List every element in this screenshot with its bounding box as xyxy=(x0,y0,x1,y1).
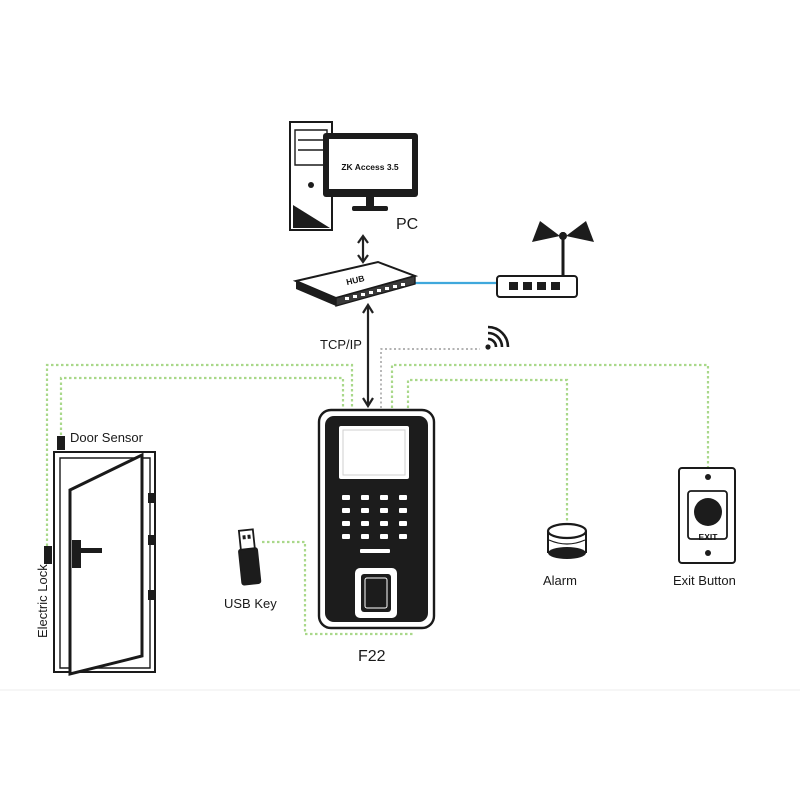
wifi-router-icon xyxy=(496,221,594,298)
pc-workstation: ZK Access 3.5 PC xyxy=(289,121,418,233)
wire-usb-key xyxy=(262,540,413,636)
exit-button-icon: EXIT xyxy=(678,467,736,564)
wire-alarm xyxy=(406,378,569,524)
tcp-ip-label: TCP/IP xyxy=(320,337,362,352)
monitor-icon: ZK Access 3.5 xyxy=(323,133,418,211)
wire-electric-lock xyxy=(45,363,354,556)
wire-exit-button xyxy=(390,363,710,470)
door-icon xyxy=(44,436,156,676)
exit-plate-text: EXIT xyxy=(699,532,719,542)
link-arrows xyxy=(357,234,374,409)
switch-brand-text: HUB xyxy=(345,273,365,287)
wire-door-sensor xyxy=(59,376,345,440)
keypad xyxy=(342,495,407,553)
pc-label: PC xyxy=(396,216,418,233)
electric-lock-label: Electric Lock xyxy=(35,564,50,638)
alarm-icon xyxy=(546,522,588,559)
alarm-label: Alarm xyxy=(543,573,577,588)
exit-button-label: Exit Button xyxy=(673,573,736,588)
usb-key-icon xyxy=(237,528,262,586)
wiring xyxy=(45,281,710,636)
wifi-signal-icon xyxy=(485,325,510,350)
pc-screen-text: ZK Access 3.5 xyxy=(341,162,399,172)
door-sensor-label: Door Sensor xyxy=(70,430,144,445)
f22-device-icon xyxy=(317,408,436,630)
device-model-label: F22 xyxy=(358,648,386,665)
network-switch-icon: HUB xyxy=(292,260,419,307)
usb-key-label: USB Key xyxy=(224,596,277,611)
wire-wireless xyxy=(380,348,480,408)
